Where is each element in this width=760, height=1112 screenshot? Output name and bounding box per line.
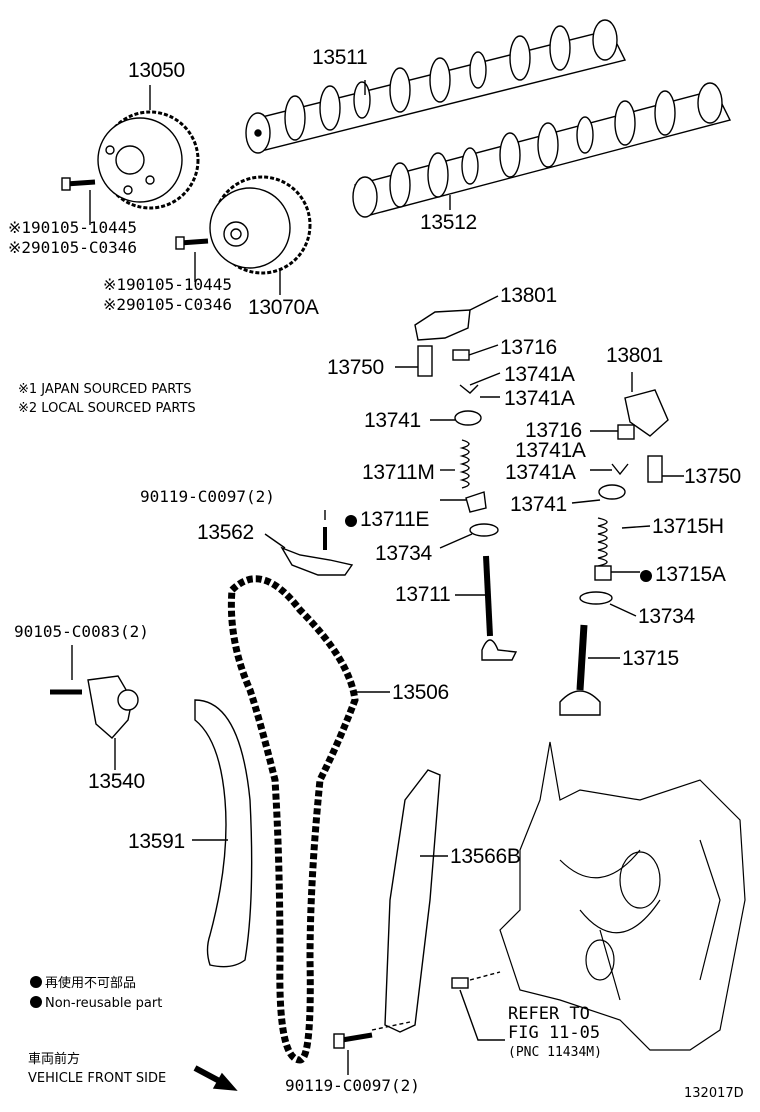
label-13512: 13512 xyxy=(420,211,477,234)
label-bolt-b2: ※290105-C0346 xyxy=(103,295,232,314)
note-nonreuse-en-text: Non-reusable part xyxy=(45,996,163,1011)
label-90119-bottom: 90119-C0097(2) xyxy=(285,1076,420,1095)
label-13715h: 13715H xyxy=(652,515,724,538)
non-reusable-dot-icon xyxy=(30,996,42,1008)
label-90119-top: 90119-C0097(2) xyxy=(140,487,275,506)
label-13750-right: 13750 xyxy=(684,465,741,488)
note-front-en: VEHICLE FRONT SIDE xyxy=(28,1071,167,1086)
label-13540: 13540 xyxy=(88,770,145,793)
front-arrow-icon xyxy=(193,1065,238,1091)
label-13716-right: 13716 xyxy=(525,419,582,442)
label-13715: 13715 xyxy=(622,647,679,670)
figure-id: 132017D xyxy=(684,1086,744,1101)
non-reusable-dot-icon xyxy=(640,570,652,582)
camshaft-13512 xyxy=(352,82,732,218)
lash-adjuster-13750-left xyxy=(417,345,433,377)
label-90105: 90105-C0083(2) xyxy=(14,622,149,641)
note-nonreuse-jp: 再使用不可部品 xyxy=(30,976,136,990)
note-front-jp: 車両前方 xyxy=(28,1052,81,1067)
non-reusable-dot-icon xyxy=(345,515,357,527)
label-13750-left: 13750 xyxy=(327,356,384,379)
bolt-icon xyxy=(333,1032,373,1049)
label-13741a-3: 13741A xyxy=(515,439,586,462)
chain-tensioner-13540 xyxy=(87,675,139,739)
label-13711e: 13711E xyxy=(345,509,429,530)
label-bolt-b1: ※290105-C0346 xyxy=(8,238,137,257)
label-13716-left: 13716 xyxy=(500,336,557,359)
non-reusable-dot-icon xyxy=(30,976,42,988)
label-13566b: 13566B xyxy=(450,845,521,868)
label-13734-right: 13734 xyxy=(638,605,695,628)
label-13734-left: 13734 xyxy=(375,542,432,565)
label-13711e-text: 13711E xyxy=(360,508,430,531)
note-nonreuse-en: Non-reusable part xyxy=(30,996,162,1010)
label-13070a: 13070A xyxy=(248,296,319,319)
label-13050: 13050 xyxy=(128,59,185,82)
timing-chain-13506 xyxy=(227,575,359,1064)
bolt-icon xyxy=(61,177,96,191)
label-13506: 13506 xyxy=(392,681,449,704)
label-13715a: 13715A xyxy=(640,564,726,585)
label-13741a-1: 13741A xyxy=(504,363,575,386)
label-13741a-2: 13741A xyxy=(504,387,575,410)
refer-line1: REFER TO xyxy=(508,1004,590,1024)
label-13711m: 13711M xyxy=(362,461,435,484)
note-local-sourced: ※2 LOCAL SOURCED PARTS xyxy=(18,401,196,416)
chain-damper-13566b xyxy=(384,769,441,1033)
camshaft-13511 xyxy=(245,19,627,154)
engine-block xyxy=(499,741,746,1051)
rocker-arm-13801-left xyxy=(414,309,471,341)
label-bolt-a1: ※190105-10445 xyxy=(8,218,137,237)
refer-line2: FIG 11-05 xyxy=(508,1023,601,1043)
label-13801-right: 13801 xyxy=(606,344,663,367)
bolt-icon xyxy=(175,236,209,250)
vvt-gear-13070a xyxy=(209,175,312,275)
label-13741a-4: 13741A xyxy=(505,461,576,484)
note-nonreuse-jp-text: 再使用不可部品 xyxy=(45,976,137,991)
label-13741-left: 13741 xyxy=(364,409,421,432)
valve-13715 xyxy=(559,624,601,716)
chain-guide-13562 xyxy=(280,546,354,576)
label-13741-right: 13741 xyxy=(510,493,567,516)
label-13711: 13711 xyxy=(395,583,451,606)
chain-slipper-13591 xyxy=(194,699,253,968)
label-13562: 13562 xyxy=(197,521,254,544)
valve-13711 xyxy=(481,555,518,661)
label-13511: 13511 xyxy=(312,46,368,69)
label-13801-left: 13801 xyxy=(500,284,557,307)
note-japan-sourced: ※1 JAPAN SOURCED PARTS xyxy=(18,382,192,397)
label-13591: 13591 xyxy=(128,830,185,853)
label-bolt-a2: ※190105-10445 xyxy=(103,275,232,294)
vvt-gear-13050 xyxy=(97,110,200,210)
refer-line3: (PNC 11434M) xyxy=(508,1045,602,1060)
rocker-arm-13801-right xyxy=(624,389,669,437)
label-13715a-text: 13715A xyxy=(655,563,726,586)
